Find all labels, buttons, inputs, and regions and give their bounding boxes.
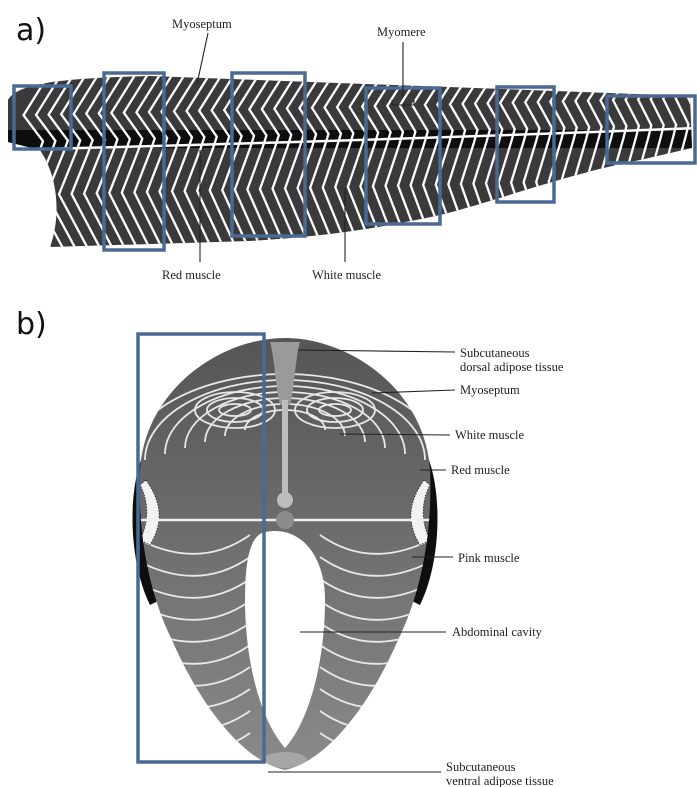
label-myomere: Myomere — [377, 25, 426, 39]
label-white-muscle-b: White muscle — [455, 428, 525, 442]
label-dorsal-fat-line1: Subcutaneous — [460, 346, 530, 360]
label-red-muscle-b: Red muscle — [451, 463, 510, 477]
pointer-myoseptum-a — [197, 33, 208, 84]
label-red-muscle-a: Red muscle — [162, 268, 221, 282]
label-ventral-fat-line2: ventral adipose tissue — [446, 774, 554, 787]
label-white-muscle-a: White muscle — [312, 268, 382, 282]
label-dorsal-fat-line2: dorsal adipose tissue — [460, 360, 564, 374]
label-myoseptum-b: Myoseptum — [460, 383, 520, 397]
label-myoseptum-a: Myoseptum — [172, 17, 232, 31]
ventral-adipose — [263, 752, 307, 768]
vertebra-body — [276, 511, 294, 529]
label-pink-muscle: Pink muscle — [458, 551, 520, 565]
panel-b-letter: b) — [16, 307, 47, 342]
panel-a-letter: a) — [16, 13, 46, 48]
label-abdominal-cavity: Abdominal cavity — [452, 625, 543, 639]
vertebra — [277, 492, 293, 508]
label-ventral-fat-line1: Subcutaneous — [446, 760, 516, 774]
fish-cross-section — [125, 338, 445, 770]
